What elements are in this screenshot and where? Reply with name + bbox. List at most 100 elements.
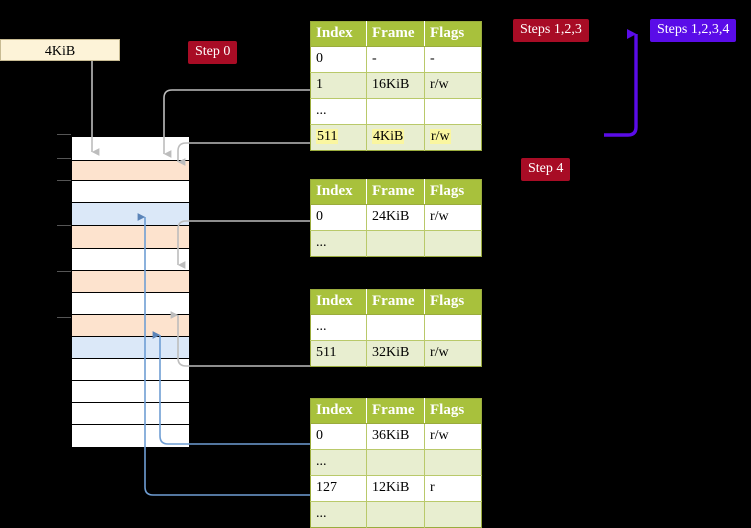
memory-frame-row bbox=[72, 293, 189, 315]
table-row: ... bbox=[310, 314, 482, 341]
badge-steps-123: Steps 1,2,3 bbox=[513, 19, 589, 42]
column-header-flags: Flags bbox=[424, 21, 482, 47]
table-cell-flags: r bbox=[424, 475, 482, 502]
table-cell-index: ... bbox=[310, 98, 367, 125]
table-cell-flags: r/w bbox=[424, 340, 482, 367]
table-cell-index: ... bbox=[310, 449, 367, 476]
memory-frame-row bbox=[72, 359, 189, 381]
table-cell-index: ... bbox=[310, 230, 367, 257]
wire-l1-511-to-frame bbox=[177, 142, 310, 166]
table-cell-index: 127 bbox=[310, 475, 367, 502]
memory-frame-row bbox=[72, 337, 189, 359]
memory-frame-row bbox=[72, 161, 189, 181]
table-cell-frame bbox=[366, 98, 425, 125]
badge-step-4: Step 4 bbox=[521, 158, 571, 181]
memory-frame-row bbox=[72, 425, 189, 447]
table-cell-index: 1 bbox=[310, 72, 367, 99]
memory-size-label: 4KiB bbox=[0, 39, 120, 61]
column-header-frame: Frame bbox=[366, 21, 425, 47]
table-cell-flags: r/w bbox=[424, 204, 482, 231]
physical-memory-frames bbox=[71, 136, 190, 447]
column-header-index: Index bbox=[310, 21, 367, 47]
wire-l3-511-to-frame bbox=[170, 311, 310, 367]
table-cell-index: 511 bbox=[310, 124, 367, 151]
wire-l2-0-to-frame bbox=[177, 220, 310, 269]
memory-frame-tick bbox=[57, 158, 71, 159]
table-cell-frame: 12KiB bbox=[366, 475, 425, 502]
memory-frame-row bbox=[72, 249, 189, 271]
table-cell-flags: r/w bbox=[424, 72, 482, 99]
table-cell-flags bbox=[424, 449, 482, 476]
table-cell-index: 0 bbox=[310, 46, 367, 73]
table-cell-flags: r/w bbox=[424, 124, 482, 151]
badge-steps-1234: Steps 1,2,3,4 bbox=[650, 19, 737, 42]
table-cell-index: ... bbox=[310, 501, 367, 528]
table-cell-flags: r/w bbox=[424, 423, 482, 450]
table-cell-frame: 36KiB bbox=[366, 423, 425, 450]
table-cell-index: 511 bbox=[310, 340, 367, 367]
memory-frame-row bbox=[72, 181, 189, 203]
table-cell-flags bbox=[424, 230, 482, 257]
table-cell-index: 0 bbox=[310, 204, 367, 231]
column-header-frame: Frame bbox=[366, 398, 425, 424]
column-header-index: Index bbox=[310, 289, 367, 315]
badge-step-0: Step 0 bbox=[188, 41, 238, 64]
table-row: ... bbox=[310, 230, 482, 257]
table-row: ... bbox=[310, 449, 482, 476]
wire-steps-1234-bracket bbox=[604, 29, 638, 137]
column-header-frame: Frame bbox=[366, 179, 425, 205]
table-cell-flags bbox=[424, 314, 482, 341]
table-cell-index: ... bbox=[310, 314, 367, 341]
column-header-frame: Frame bbox=[366, 289, 425, 315]
memory-frame-tick bbox=[57, 134, 71, 135]
table-cell-flags bbox=[424, 98, 482, 125]
memory-frame-row bbox=[72, 137, 189, 161]
table-cell-index: 0 bbox=[310, 423, 367, 450]
table-cell-frame bbox=[366, 449, 425, 476]
table-cell-frame: 24KiB bbox=[366, 204, 425, 231]
table-cell-frame: 4KiB bbox=[366, 124, 425, 151]
table-cell-frame: - bbox=[366, 46, 425, 73]
memory-frame-tick bbox=[57, 271, 71, 272]
table-row: ... bbox=[310, 501, 482, 528]
table-cell-frame bbox=[366, 501, 425, 528]
memory-frame-tick bbox=[57, 317, 71, 318]
table-cell-flags bbox=[424, 501, 482, 528]
table-cell-flags: - bbox=[424, 46, 482, 73]
memory-frame-tick bbox=[57, 180, 71, 181]
table-row: 0-- bbox=[310, 46, 482, 73]
memory-frame-row bbox=[72, 226, 189, 249]
column-header-flags: Flags bbox=[424, 179, 482, 205]
table-cell-frame: 32KiB bbox=[366, 340, 425, 367]
memory-frame-row bbox=[72, 403, 189, 425]
memory-frame-tick bbox=[57, 225, 71, 226]
table-row: ... bbox=[310, 98, 482, 125]
table-cell-frame bbox=[366, 314, 425, 341]
column-header-flags: Flags bbox=[424, 289, 482, 315]
table-cell-frame: 16KiB bbox=[366, 72, 425, 99]
memory-frame-row bbox=[72, 315, 189, 337]
column-header-index: Index bbox=[310, 398, 367, 424]
memory-frame-row bbox=[72, 271, 189, 293]
column-header-flags: Flags bbox=[424, 398, 482, 424]
table-cell-frame bbox=[366, 230, 425, 257]
memory-frame-row bbox=[72, 381, 189, 403]
